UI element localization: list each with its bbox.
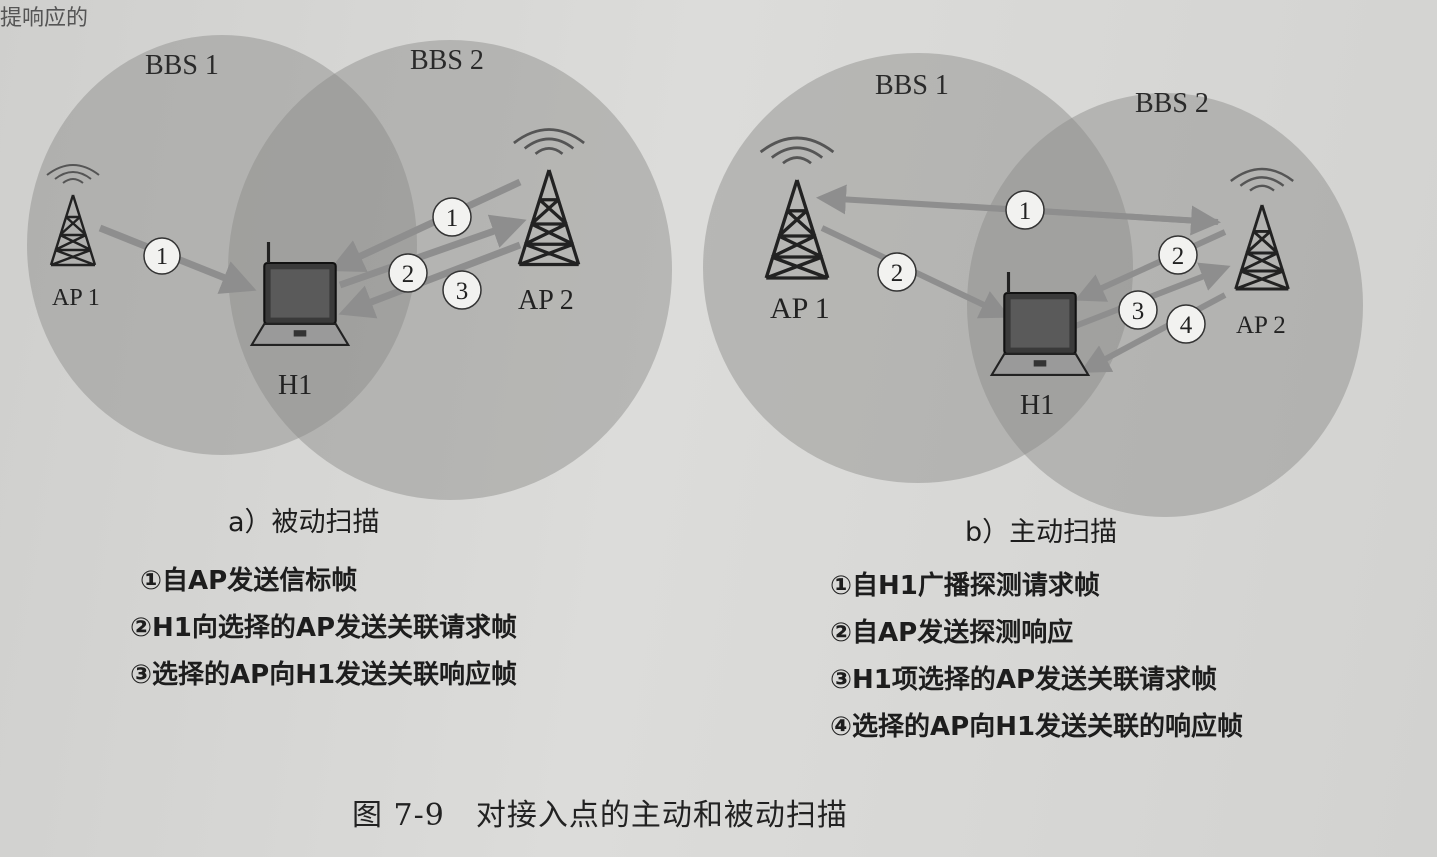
bbs2-label-b: BBS 2 — [1135, 88, 1209, 119]
legend-b-1: ①自H1广播探测请求帧 — [830, 571, 1100, 601]
step-badge-b-3: 3 — [1118, 290, 1158, 330]
arrow-a-1-right — [328, 178, 522, 273]
arrow-b-2-right — [1074, 229, 1227, 302]
step-b-3-label: 3 — [1132, 298, 1145, 325]
step-badge-a-1b: 1 — [432, 197, 472, 237]
legend-a-1: ①自AP发送信标帧 — [140, 566, 358, 596]
step-b-2-left-label: 2 — [891, 260, 904, 287]
step-badge-b-1: 1 — [1005, 190, 1045, 230]
arrow-a-3 — [338, 241, 522, 319]
step-badge-b-2-left: 2 — [877, 252, 917, 292]
arrow-b-4 — [1079, 292, 1227, 373]
step-b-1-label: 1 — [1019, 198, 1032, 225]
bbs1-coverage-a — [27, 35, 417, 455]
ap1-label-b: AP 1 — [770, 292, 830, 325]
step-a-1-label: 1 — [156, 244, 168, 270]
bbs1-label-b: BBS 1 — [875, 70, 949, 101]
bbs2-label-a: BBS 2 — [410, 45, 484, 76]
figure-caption: 图 7-9 对接入点的主动和被动扫描 — [352, 798, 848, 833]
arrow-a-2 — [338, 214, 527, 289]
step-a-1b-label: 1 — [446, 205, 459, 232]
step-b-2-right-label: 2 — [1172, 243, 1185, 270]
step-badge-a-3: 3 — [442, 270, 482, 310]
legend-b-3: ③H1项选择的AP发送关联请求帧 — [830, 665, 1218, 695]
step-a-3-label: 3 — [456, 278, 469, 305]
step-a-2-label: 2 — [402, 261, 415, 288]
bbs2-coverage-b — [967, 93, 1363, 517]
step-badge-a-2: 2 — [388, 253, 428, 293]
step-badge-b-4: 4 — [1166, 304, 1206, 344]
step-badge-a-1: 1 — [143, 237, 181, 275]
step-b-4-label: 4 — [1180, 312, 1193, 339]
top-text-fragment: 提响应的 — [0, 6, 89, 31]
bbs1-label-a: BBS 1 — [145, 50, 219, 81]
host-label-a: H1 — [278, 370, 313, 401]
legend-a-3: ③选择的AP向H1发送关联响应帧 — [130, 660, 518, 690]
diagram-a: 1 1 2 3 — [27, 35, 672, 500]
step-badge-b-2-right: 2 — [1158, 235, 1198, 275]
diagram-b: 1 2 2 3 4 — [703, 53, 1363, 517]
ap1-label-a: AP 1 — [52, 285, 100, 311]
legend-a-2: ②H1向选择的AP发送关联请求帧 — [130, 613, 518, 643]
ap2-label-b: AP 2 — [1236, 312, 1286, 339]
subtitle-a: a）被动扫描 — [228, 507, 380, 538]
host-label-b: H1 — [1020, 390, 1055, 421]
legend-b-2: ②自AP发送探测响应 — [830, 618, 1074, 648]
subtitle-b: b）主动扫描 — [965, 517, 1118, 548]
ap2-label-a: AP 2 — [518, 285, 574, 316]
arrow-b-1-right — [959, 203, 1221, 236]
legend-b-4: ④选择的AP向H1发送关联的响应帧 — [830, 712, 1244, 742]
